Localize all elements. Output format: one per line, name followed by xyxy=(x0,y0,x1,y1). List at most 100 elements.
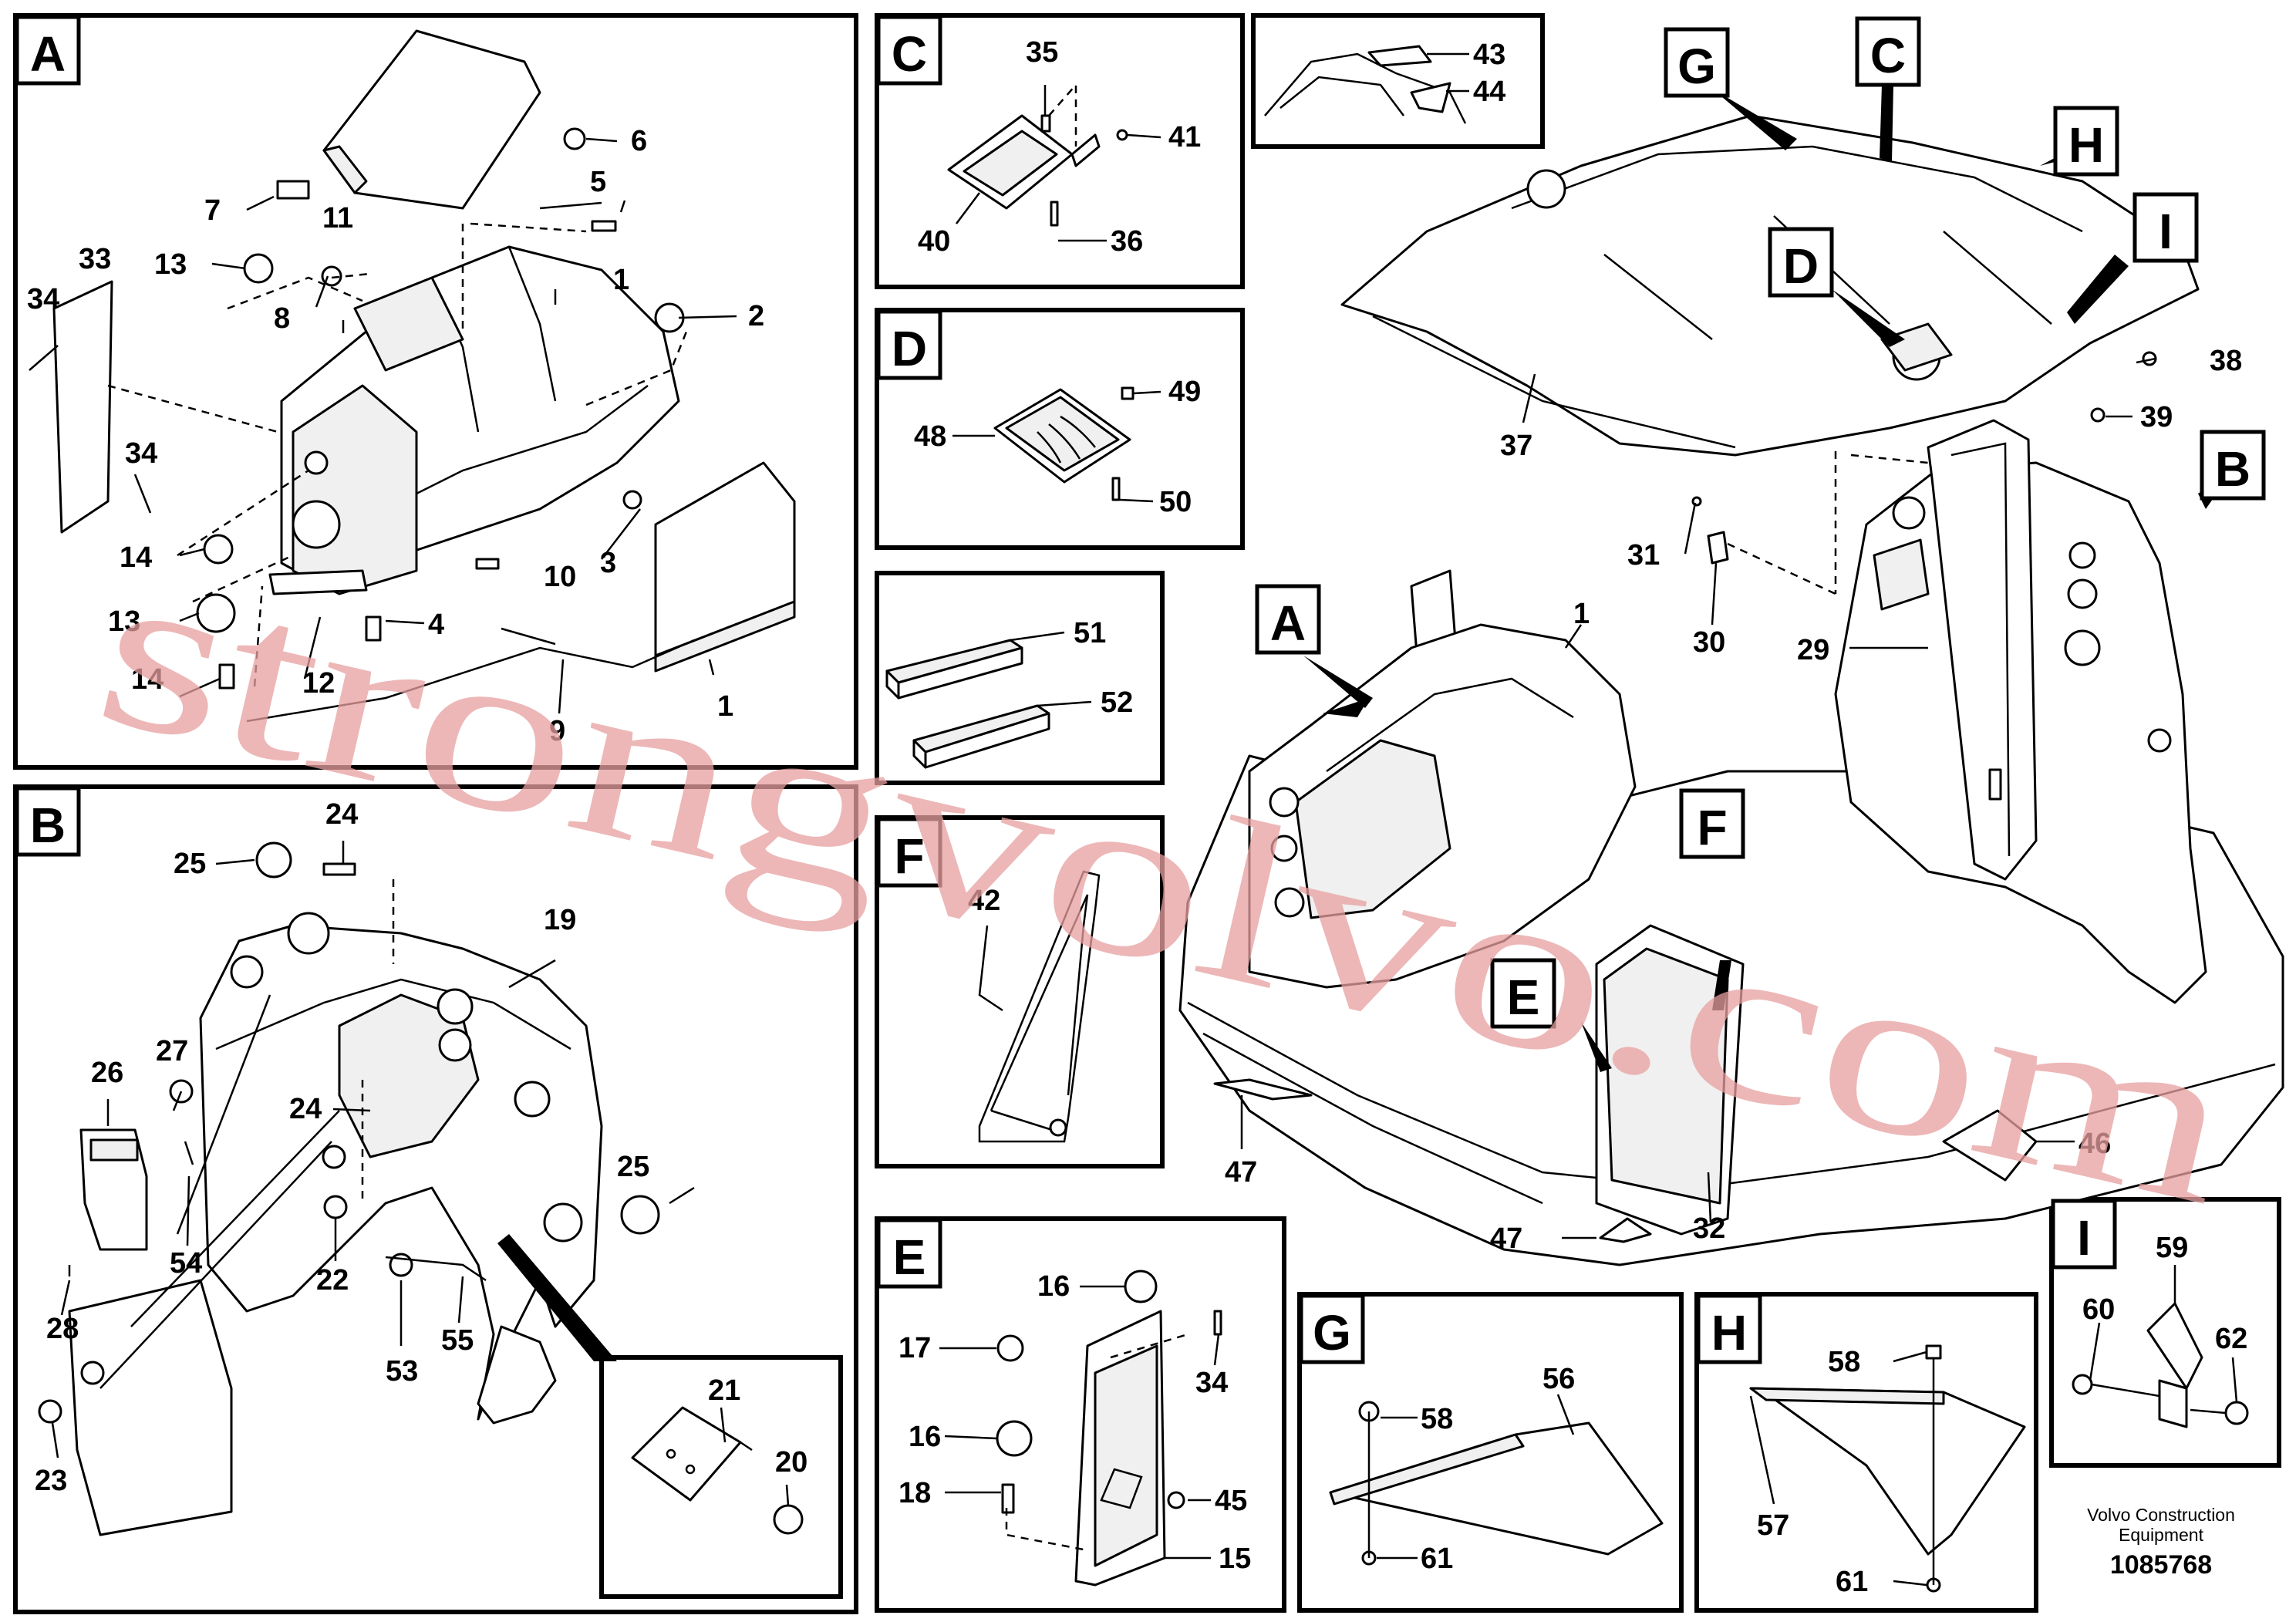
part-num-4: 4 xyxy=(428,609,444,641)
part-num-21: 21 xyxy=(708,1374,740,1407)
part-num-1-a2: 1 xyxy=(717,690,733,723)
part-num-43: 43 xyxy=(1473,39,1505,71)
part-num-9: 9 xyxy=(549,715,565,747)
part-num-8: 8 xyxy=(274,302,290,335)
panel-letter-d: D xyxy=(892,321,927,376)
part-num-20: 20 xyxy=(775,1446,807,1479)
footer: Volvo Construction Equipment 1085768 xyxy=(2087,1505,2235,1580)
part-num-25-b2: 25 xyxy=(617,1151,649,1183)
part-num-27: 27 xyxy=(156,1035,188,1067)
part-num-61-h: 61 xyxy=(1836,1566,1868,1598)
callout-letter-c: C xyxy=(1870,28,1906,83)
callout-letter-i: I xyxy=(2159,204,2173,259)
part-num-18: 18 xyxy=(899,1477,931,1509)
part-num-44: 44 xyxy=(1473,76,1505,108)
part-num-34-a2: 34 xyxy=(125,437,157,470)
part-num-26: 26 xyxy=(91,1057,123,1089)
part-num-29: 29 xyxy=(1797,634,1829,666)
part-num-12: 12 xyxy=(302,667,335,700)
panel-letter-e: E xyxy=(893,1229,926,1285)
callout-letter-d: D xyxy=(1783,238,1819,294)
part-num-2: 2 xyxy=(748,300,764,332)
part-num-57: 57 xyxy=(1757,1509,1789,1542)
panel-51-52-artwork xyxy=(885,639,1050,769)
part-num-33: 33 xyxy=(79,243,111,275)
part-num-3: 3 xyxy=(600,547,616,579)
panel-d-artwork xyxy=(993,386,1135,501)
part-num-14-a1: 14 xyxy=(120,541,152,574)
callout-letter-e: E xyxy=(1507,969,1540,1025)
part-num-10: 10 xyxy=(544,561,576,593)
part-num-17: 17 xyxy=(899,1332,931,1364)
part-num-50: 50 xyxy=(1159,486,1192,518)
part-num-54: 54 xyxy=(170,1247,202,1280)
panel-c-artwork xyxy=(947,82,1128,227)
leader-lines xyxy=(29,52,2238,1587)
part-num-46: 46 xyxy=(2079,1128,2111,1160)
part-num-34-e: 34 xyxy=(1195,1367,1228,1399)
part-num-28: 28 xyxy=(46,1313,79,1345)
panel-f-artwork xyxy=(978,870,1101,1143)
panel-43-44-artwork xyxy=(1264,45,1467,124)
panel-letter-c: C xyxy=(892,26,927,82)
panel-h-artwork xyxy=(1749,1344,2026,1593)
part-num-60: 60 xyxy=(2082,1293,2115,1326)
part-num-58-g: 58 xyxy=(1421,1403,1453,1435)
part-num-61-g: 61 xyxy=(1421,1543,1453,1575)
part-num-7: 7 xyxy=(204,194,221,227)
part-num-59: 59 xyxy=(2156,1232,2188,1264)
panel-letter-h: H xyxy=(1711,1305,1747,1361)
part-num-24-b2: 24 xyxy=(289,1093,322,1125)
panel-g-frame xyxy=(1297,1292,1684,1613)
part-num-31: 31 xyxy=(1627,539,1660,572)
panel-e-frame xyxy=(875,1216,1286,1613)
part-num-24-b1: 24 xyxy=(325,798,358,831)
panel-f-frame xyxy=(875,815,1165,1168)
panel-letter-f: F xyxy=(894,828,924,884)
part-num-45: 45 xyxy=(1215,1485,1247,1517)
main-assembly-artwork xyxy=(1178,85,2284,1266)
part-num-25-b1: 25 xyxy=(174,848,206,880)
footer-doc-number: 1085768 xyxy=(2110,1550,2212,1580)
panel-i-artwork xyxy=(2072,1302,2249,1428)
part-num-11: 11 xyxy=(322,202,353,234)
part-num-16-e1: 16 xyxy=(1037,1270,1070,1303)
part-num-47-2: 47 xyxy=(1490,1222,1522,1255)
part-num-47-1: 47 xyxy=(1225,1156,1257,1189)
footer-line-1: Volvo Construction xyxy=(2087,1505,2235,1525)
part-num-23: 23 xyxy=(35,1465,67,1497)
part-num-34-a1: 34 xyxy=(27,283,59,315)
part-num-42: 42 xyxy=(968,885,1000,917)
part-num-16-e2: 16 xyxy=(909,1421,941,1453)
part-num-41: 41 xyxy=(1168,121,1201,153)
part-num-14-a2: 14 xyxy=(131,663,164,696)
panel-letter-g: G xyxy=(1313,1305,1351,1361)
part-num-15: 15 xyxy=(1219,1543,1251,1575)
part-num-6: 6 xyxy=(631,125,647,157)
part-num-38: 38 xyxy=(2210,345,2242,377)
panel-letter-a: A xyxy=(30,26,66,82)
part-num-35: 35 xyxy=(1026,36,1058,69)
part-num-30: 30 xyxy=(1693,626,1725,659)
panel-c-frame xyxy=(875,13,1245,289)
part-num-52: 52 xyxy=(1101,686,1133,719)
part-num-51: 51 xyxy=(1074,617,1106,649)
part-num-19: 19 xyxy=(544,904,576,936)
part-num-58-h: 58 xyxy=(1828,1346,1860,1378)
panel-43-44-frame xyxy=(1251,13,1545,149)
panel-a-frame xyxy=(13,13,858,770)
part-num-1-main: 1 xyxy=(1573,598,1590,630)
callout-letter-b: B xyxy=(2215,441,2250,497)
callout-letter-h: H xyxy=(2068,117,2104,173)
part-num-48: 48 xyxy=(914,420,946,453)
panel-h-frame xyxy=(1694,1292,2038,1613)
callout-letter-a: A xyxy=(1270,595,1306,651)
part-num-53: 53 xyxy=(386,1355,418,1388)
part-numbers: 6 7 5 11 13 1 33 34 8 2 34 3 14 10 13 4 … xyxy=(27,36,2247,1598)
footer-line-2: Equipment xyxy=(2119,1525,2204,1545)
part-num-13-a1: 13 xyxy=(154,248,187,281)
panel-letter-i: I xyxy=(2077,1210,2091,1266)
part-num-40: 40 xyxy=(918,225,950,258)
part-num-49: 49 xyxy=(1168,376,1201,408)
